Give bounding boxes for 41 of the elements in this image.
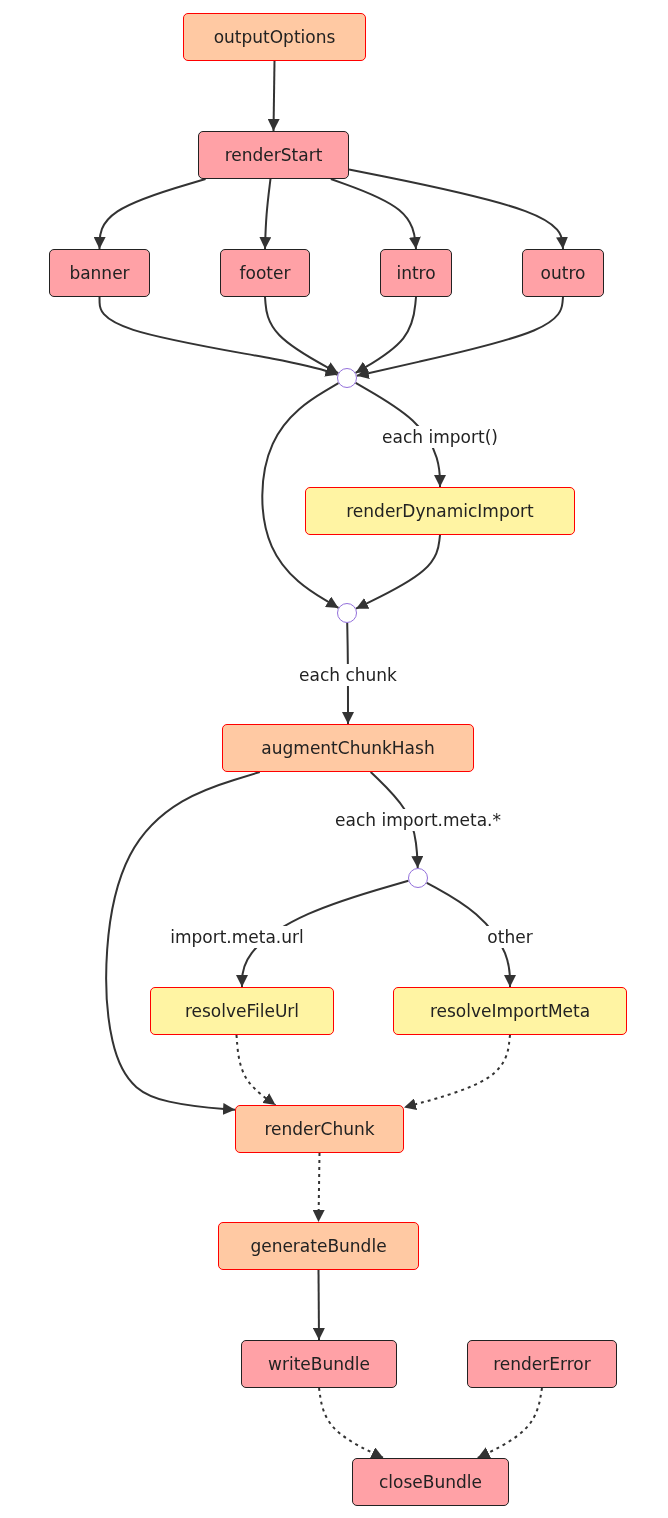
arrow: [93, 178, 207, 250]
arrow: [355, 534, 441, 610]
arrow: [235, 1034, 277, 1106]
hook-box: footer: [220, 249, 310, 297]
arrow: [312, 1269, 325, 1341]
hook-box: generateBundle: [218, 1222, 419, 1270]
arrow: [355, 296, 564, 379]
arrow: [105, 771, 261, 1115]
hook-box: closeBundle: [352, 1458, 509, 1506]
junction-circle: [408, 868, 428, 888]
arrow: [98, 296, 339, 377]
edge-label: other: [485, 926, 535, 948]
arrow: [318, 1387, 385, 1459]
hook-box: outputOptions: [183, 13, 366, 61]
hook-box: renderDynamicImport: [305, 487, 575, 535]
edge-label: import.meta.url: [168, 926, 306, 948]
arrow: [261, 382, 340, 609]
edge-label: each chunk: [297, 664, 399, 686]
junction-circle: [337, 368, 357, 388]
arrow: [312, 1152, 325, 1223]
arrow: [259, 178, 272, 250]
hook-box: renderError: [467, 1340, 617, 1388]
hook-box: writeBundle: [241, 1340, 397, 1388]
arrow: [476, 1387, 543, 1459]
edge-label: each import.meta.*: [333, 809, 503, 831]
hook-box: banner: [49, 249, 150, 297]
arrow: [264, 296, 340, 375]
arrow: [348, 168, 568, 250]
hook-box: augmentChunkHash: [222, 724, 474, 772]
hook-box: renderChunk: [235, 1105, 404, 1153]
arrow: [329, 178, 421, 250]
hook-box: outro: [522, 249, 604, 297]
hook-box: renderStart: [198, 131, 349, 179]
hook-box: intro: [380, 249, 452, 297]
hook-box: resolveFileUrl: [150, 987, 334, 1035]
arrow: [354, 296, 417, 374]
arrow: [403, 1034, 511, 1111]
junction-circle: [337, 603, 357, 623]
edge-label: each import(): [380, 426, 500, 448]
arrow: [267, 60, 280, 132]
hook-box: resolveImportMeta: [393, 987, 627, 1035]
